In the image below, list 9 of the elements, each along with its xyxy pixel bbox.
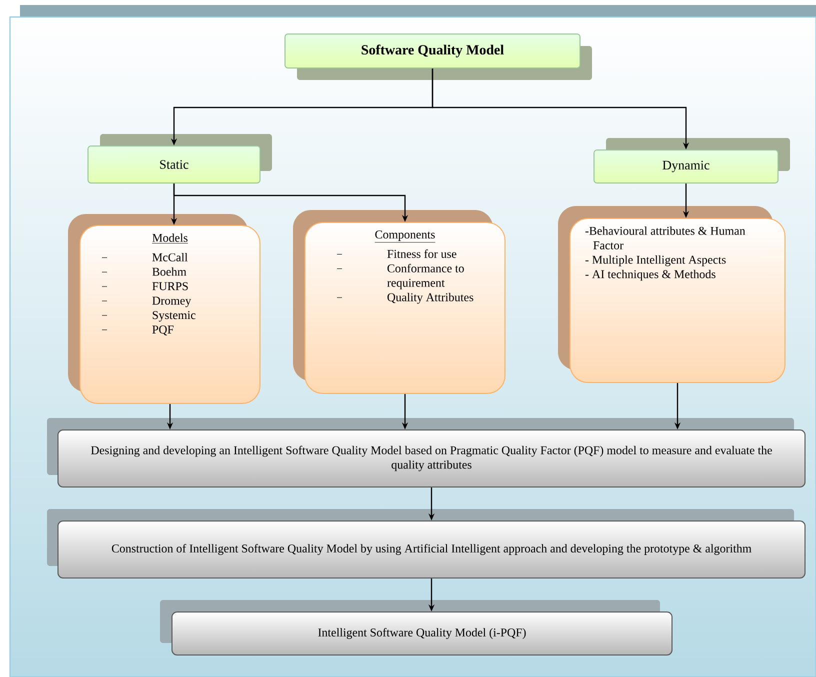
category-box: Static xyxy=(88,146,260,184)
list-box: -Behavioural attributes & Human Factor - Multiple Intelligent Aspects - AI techniques & Methods xyxy=(570,218,786,383)
list-box: Models McCall Boehm FURPS Dromey Systemic PQF xyxy=(80,225,260,404)
list-box: Components Fitness for use Conformance to requirement Quality Attributes xyxy=(304,222,506,394)
category-box: Dynamic xyxy=(594,150,778,184)
title-box: Software Quality Model xyxy=(284,34,580,68)
process-box: Designing and developing an Intelligent Software Quality Model based on Pragmatic Quality Factor (PQF) model to measure and evaluate the quality attributes xyxy=(58,430,806,488)
process-box: Intelligent Software Quality Model (i-PQF) xyxy=(172,612,672,656)
process-box: Construction of Intelligent Software Quality Model by using Artificial Intelligent approach and developing the prototype & algorithm xyxy=(58,520,806,578)
